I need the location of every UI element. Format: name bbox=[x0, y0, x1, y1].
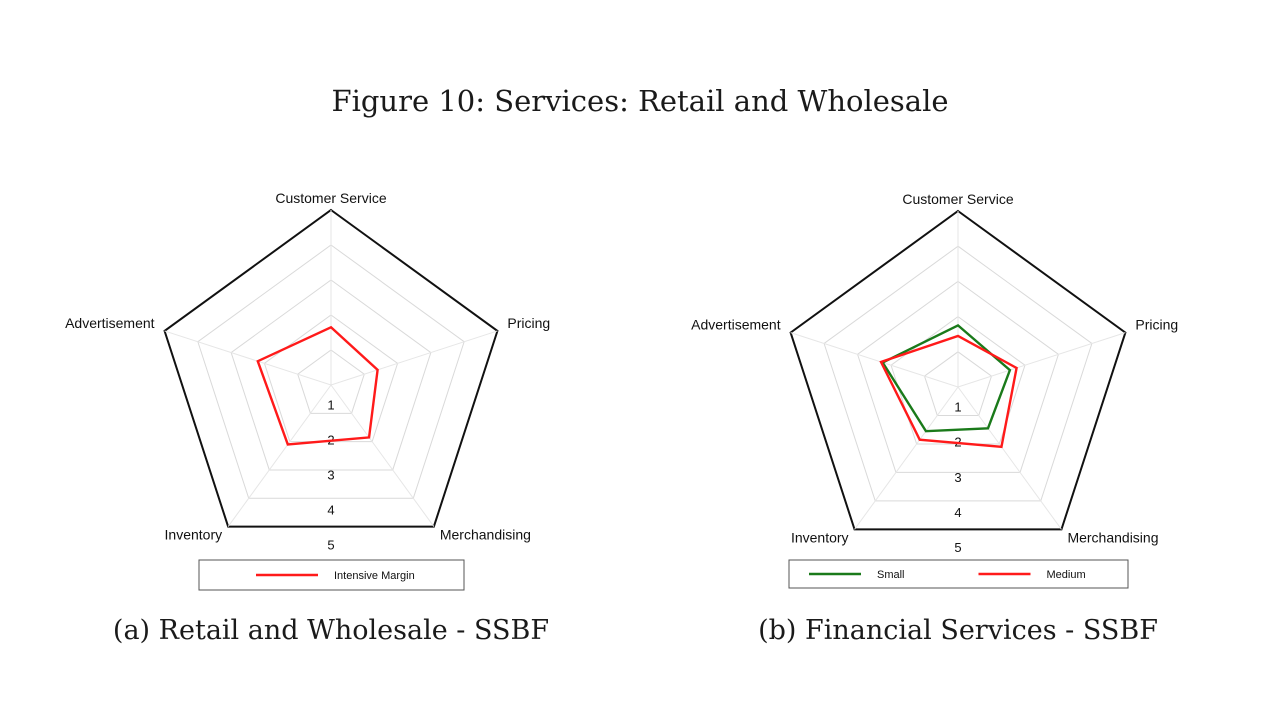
ring-label: 3 bbox=[327, 467, 334, 482]
axis-label-customer-service: Customer Service bbox=[902, 191, 1013, 207]
ring-label: 1 bbox=[327, 397, 334, 412]
axis-label-advertisement: Advertisement bbox=[691, 317, 781, 333]
radar-spoke bbox=[854, 386, 959, 530]
axis-label-customer-service: Customer Service bbox=[275, 190, 386, 206]
axis-label-pricing: Pricing bbox=[507, 315, 550, 331]
axis-label-advertisement: Advertisement bbox=[65, 315, 155, 331]
radar-spoke bbox=[164, 330, 332, 386]
axis-label-inventory: Inventory bbox=[791, 529, 849, 545]
series-intensive-margin bbox=[256, 325, 379, 446]
radar-grid-ring bbox=[856, 280, 1060, 473]
radar-spoke bbox=[330, 330, 498, 386]
series-medium bbox=[879, 334, 1018, 449]
radar-grid-ring bbox=[923, 351, 993, 416]
radar-outer-frame bbox=[163, 208, 499, 528]
radar-grid-ring bbox=[230, 279, 432, 471]
ring-label: 5 bbox=[327, 537, 334, 552]
ring-label: 4 bbox=[954, 505, 961, 520]
ring-label: 4 bbox=[327, 502, 334, 517]
axis-label-inventory: Inventory bbox=[165, 527, 223, 543]
legend-label-small: Small bbox=[877, 569, 905, 581]
radar-spoke bbox=[957, 332, 1126, 388]
radar-spoke bbox=[330, 384, 435, 527]
axis-label-pricing: Pricing bbox=[1135, 317, 1178, 333]
ring-label: 1 bbox=[954, 399, 961, 414]
radar-grid-ring bbox=[823, 245, 1093, 502]
legend-box bbox=[198, 559, 465, 591]
caption-b: (b) Financial Services - SSBF bbox=[758, 615, 1158, 646]
ring-label: 5 bbox=[954, 540, 961, 555]
radar-grid-ring bbox=[297, 349, 365, 414]
axis-label-merchandising: Merchandising bbox=[440, 527, 531, 543]
axis-label-merchandising: Merchandising bbox=[1067, 529, 1158, 545]
radar-spoke bbox=[227, 384, 332, 527]
ring-label: 3 bbox=[954, 470, 961, 485]
figure-title: Figure 10: Services: Retail and Wholesal… bbox=[331, 84, 949, 118]
radar-spoke bbox=[957, 386, 1062, 530]
radar-spoke bbox=[790, 332, 959, 388]
radar-grid-ring bbox=[197, 244, 465, 499]
legend-label-intensive-margin: Intensive Margin bbox=[334, 570, 415, 582]
radar-outer-frame bbox=[789, 209, 1127, 531]
caption-a: (a) Retail and Wholesale - SSBF bbox=[112, 615, 550, 646]
legend-label-medium: Medium bbox=[1047, 569, 1086, 581]
